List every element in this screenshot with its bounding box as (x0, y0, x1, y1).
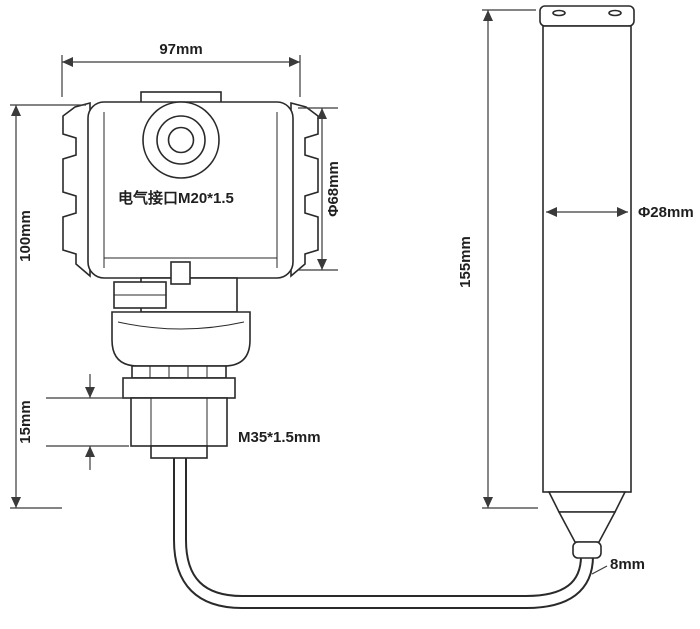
probe-cap-hole-left (552, 9, 566, 17)
cover-circle-inner (167, 126, 195, 154)
flange-plate-wide (122, 377, 236, 399)
housing-left-cap (62, 101, 91, 278)
labels: 97mm 100mm 电气接口M20*1.5 Φ68mm 15mm M35*1.… (17, 41, 694, 573)
housing-right-cap (290, 101, 319, 278)
electrical-interface-label: 电气接口M20*1.5 (118, 189, 234, 207)
thread-stub (150, 445, 208, 459)
dim-top-width-label: 97mm (159, 41, 202, 58)
probe-taper (547, 491, 627, 513)
dim-8-leader (591, 565, 608, 575)
hex-nut (130, 397, 228, 447)
dim-flange-thickness-label: 15mm (17, 400, 34, 443)
dim-probe-length-label: 155mm (457, 236, 474, 288)
probe-drawing (539, 5, 635, 559)
probe-cap-hole-right (608, 9, 622, 17)
vent-block (170, 261, 191, 285)
process-dome-curve (117, 321, 245, 330)
probe-body (542, 25, 632, 493)
cable-core (175, 452, 592, 607)
thread-spec-label: M35*1.5mm (238, 429, 321, 446)
probe-cable-gland (572, 541, 602, 559)
dimensions (10, 9, 628, 575)
dim-cable-diameter-label: 8mm (610, 556, 645, 573)
dim-body-height-label: 100mm (17, 210, 34, 262)
dim-housing-diameter-label: Φ68mm (325, 161, 342, 217)
transmitter-drawing (62, 91, 319, 459)
dim-probe-diameter-label: Φ28mm (638, 204, 694, 221)
flange-plate-top (131, 365, 227, 379)
cable-drawing (173, 452, 594, 609)
probe-nose-cone (557, 511, 617, 543)
probe-top-cap (539, 5, 635, 27)
process-dome (111, 311, 251, 367)
cable-outline (173, 452, 594, 609)
